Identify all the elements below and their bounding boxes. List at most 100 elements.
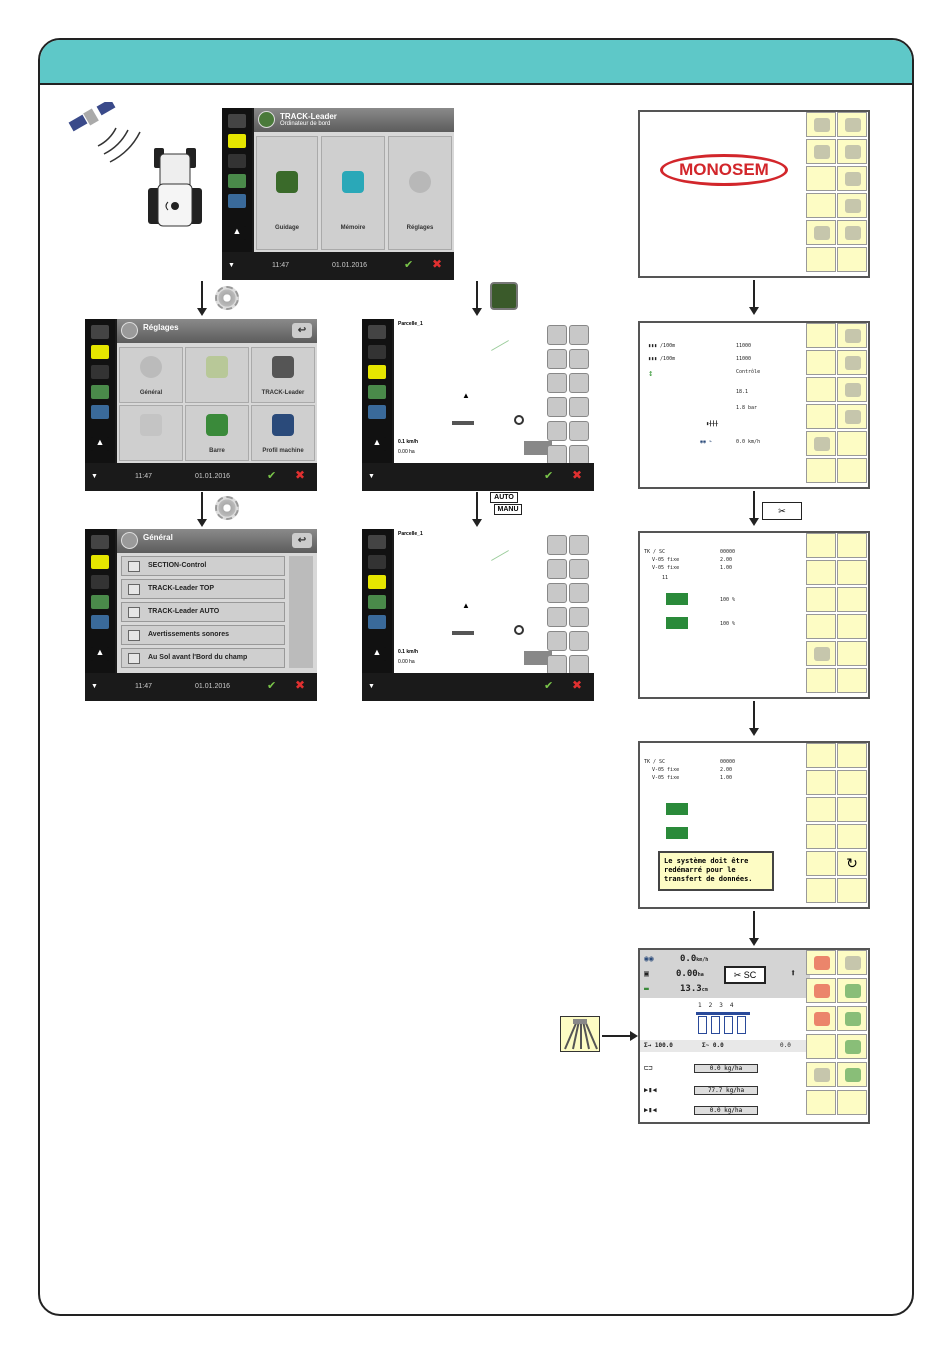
key[interactable] [837, 323, 867, 348]
key[interactable] [806, 458, 836, 483]
chevron-down-icon[interactable]: ▼ [368, 683, 375, 690]
softkey[interactable] [569, 349, 589, 369]
softkey[interactable] [569, 421, 589, 441]
map-icon[interactable] [228, 174, 246, 188]
key[interactable] [837, 668, 867, 693]
key[interactable] [837, 743, 867, 768]
tools-icon[interactable] [368, 325, 386, 339]
key[interactable] [806, 668, 836, 693]
key[interactable] [837, 166, 867, 191]
key[interactable] [806, 1062, 836, 1087]
close-icon[interactable]: ✖ [432, 257, 443, 271]
chevron-up-icon[interactable]: ▲ [91, 647, 109, 661]
key[interactable] [806, 851, 836, 876]
key[interactable] [837, 404, 867, 429]
tile-guidage[interactable]: Guidage [256, 136, 318, 250]
key[interactable] [837, 220, 867, 245]
key[interactable] [837, 431, 867, 456]
softkey[interactable] [547, 373, 567, 393]
key-icon[interactable] [806, 220, 836, 245]
key[interactable] [837, 797, 867, 822]
checkbox-icon[interactable] [128, 607, 140, 618]
checkbox-icon[interactable] [128, 584, 140, 595]
key[interactable] [837, 350, 867, 375]
tile-reglages[interactable]: Réglages [388, 136, 452, 250]
list-item[interactable]: SECTION-Control [121, 556, 285, 576]
tractor-small-icon[interactable] [91, 405, 109, 419]
key[interactable] [837, 193, 867, 218]
key[interactable] [806, 247, 836, 272]
tools-icon[interactable] [91, 325, 109, 339]
key[interactable] [806, 978, 836, 1003]
back-icon[interactable]: ↩ [292, 533, 312, 548]
key[interactable] [837, 1034, 867, 1059]
tools-icon[interactable] [368, 535, 386, 549]
key[interactable] [837, 978, 867, 1003]
checkbox-icon[interactable] [128, 630, 140, 641]
chevron-up-icon[interactable]: ▲ [91, 437, 109, 451]
key[interactable] [837, 458, 867, 483]
key[interactable] [806, 1006, 836, 1031]
chevron-down-icon[interactable]: ▼ [368, 473, 375, 480]
chevron-up-icon[interactable]: ▲ [368, 647, 386, 661]
key[interactable] [806, 533, 836, 558]
app-icon[interactable] [91, 555, 109, 569]
softkey[interactable] [569, 373, 589, 393]
chevron-up-icon[interactable]: ▲ [228, 226, 246, 240]
key[interactable] [837, 878, 867, 903]
tile-general[interactable]: Général [119, 347, 183, 403]
list-item[interactable]: Avertissements sonores [121, 625, 285, 645]
key[interactable] [837, 560, 867, 585]
key[interactable] [806, 743, 836, 768]
map-icon[interactable] [368, 595, 386, 609]
scrollbar[interactable] [289, 556, 313, 668]
key[interactable] [806, 560, 836, 585]
key[interactable] [806, 797, 836, 822]
app-icon[interactable] [368, 365, 386, 379]
key[interactable] [806, 112, 836, 137]
tractor-small-icon[interactable] [228, 194, 246, 208]
softkey[interactable] [547, 583, 567, 603]
tile-memoire[interactable]: Mémoire [321, 136, 385, 250]
softkey[interactable] [547, 445, 567, 465]
key[interactable] [806, 431, 836, 456]
key[interactable] [837, 824, 867, 849]
key[interactable] [806, 166, 836, 191]
checkbox-icon[interactable] [128, 561, 140, 572]
key[interactable] [837, 641, 867, 666]
tractor-small-icon[interactable] [368, 405, 386, 419]
key[interactable] [806, 323, 836, 348]
softkey[interactable] [547, 607, 567, 627]
list-item[interactable]: Au Sol avant l'Bord du champ [121, 648, 285, 668]
back-icon[interactable] [569, 535, 589, 555]
softkey[interactable] [547, 397, 567, 417]
tractor-small-icon[interactable] [91, 615, 109, 629]
key[interactable] [806, 350, 836, 375]
app-icon[interactable] [91, 345, 109, 359]
softkey[interactable] [569, 559, 589, 579]
close-icon[interactable]: ✖ [295, 468, 306, 482]
softkey[interactable] [547, 631, 567, 651]
softkey[interactable] [569, 607, 589, 627]
checkbox-icon[interactable] [128, 653, 140, 664]
softkey[interactable] [569, 583, 589, 603]
chevron-down-icon[interactable]: ▼ [228, 262, 235, 269]
key[interactable] [806, 770, 836, 795]
check-icon[interactable]: ✔ [267, 680, 277, 692]
tools-icon[interactable] [91, 535, 109, 549]
gear-icon[interactable] [569, 655, 589, 675]
chevron-down-icon[interactable]: ▼ [91, 683, 98, 690]
key[interactable] [806, 614, 836, 639]
key[interactable] [837, 614, 867, 639]
key[interactable] [837, 950, 867, 975]
check-icon[interactable]: ✔ [544, 680, 554, 692]
key[interactable] [806, 1034, 836, 1059]
app-icon[interactable] [368, 575, 386, 589]
tile-trackleader[interactable]: TRACK-Leader [251, 347, 315, 403]
softkey[interactable] [547, 535, 567, 555]
key[interactable] [806, 193, 836, 218]
gear-icon[interactable] [569, 445, 589, 465]
key[interactable] [806, 1090, 836, 1115]
softkey[interactable] [547, 421, 567, 441]
tractor-small-icon[interactable] [368, 615, 386, 629]
